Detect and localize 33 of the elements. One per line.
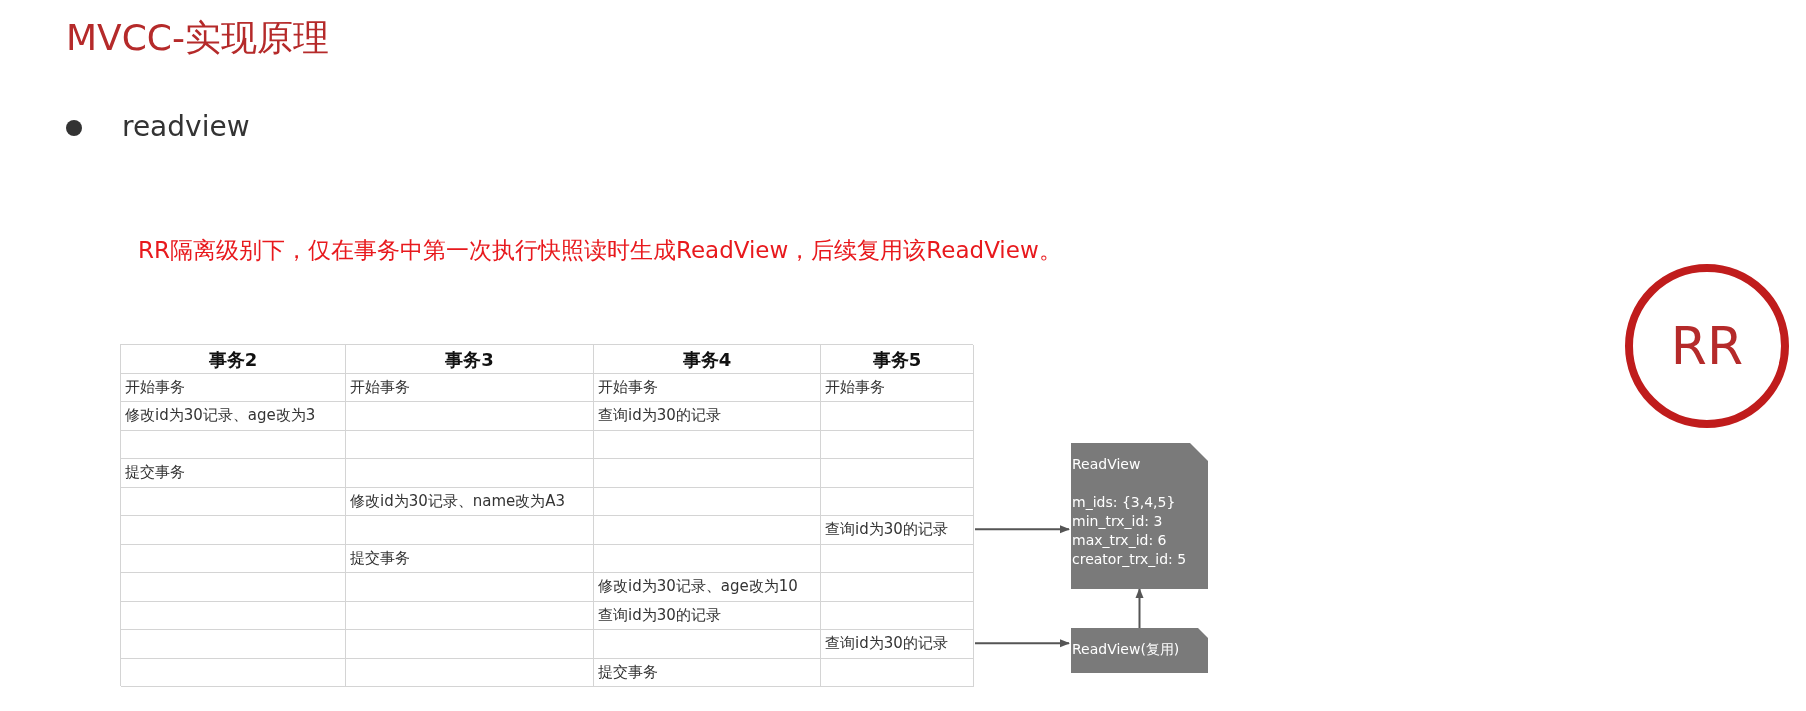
- arrow: [974, 639, 1070, 648]
- table-cell: 查询id为30的记录: [594, 402, 821, 431]
- card-text: ReadView: [1072, 455, 1141, 474]
- table-cell: 修改id为30记录、age改为3: [121, 402, 346, 431]
- readview-card: [1071, 443, 1208, 589]
- table-cell: 开始事务: [594, 373, 821, 402]
- card-text: m_ids: {3,4,5}: [1072, 493, 1176, 512]
- column-header: 事务4: [594, 345, 821, 374]
- card-text: creator_trx_id: 5: [1072, 550, 1187, 569]
- column-header: 事务3: [346, 345, 594, 374]
- table-cell: 开始事务: [821, 373, 974, 402]
- table-cell: 查询id为30的记录: [821, 516, 974, 545]
- column-header: 事务5: [821, 345, 974, 374]
- table-cell: 开始事务: [346, 373, 594, 402]
- table-cell: 开始事务: [121, 373, 346, 402]
- readview-card: [1071, 628, 1208, 673]
- card-text: min_trx_id: 3: [1072, 512, 1163, 531]
- table-cell: 查询id为30的记录: [821, 630, 974, 659]
- table-cell: 修改id为30记录、name改为A3: [346, 487, 594, 516]
- table-cell: 查询id为30的记录: [594, 601, 821, 630]
- table-cell: 修改id为30记录、age改为10: [594, 573, 821, 602]
- card-text: max_trx_id: 6: [1072, 531, 1167, 550]
- table-cell: 提交事务: [594, 658, 821, 687]
- arrow: [1135, 588, 1144, 629]
- table-cell: 提交事务: [346, 544, 594, 573]
- table-cell: 提交事务: [121, 459, 346, 488]
- card-text: ReadView(复用): [1072, 640, 1180, 659]
- arrow: [974, 525, 1070, 534]
- slide-title: MVCC-实现原理: [66, 16, 329, 60]
- note-text: RR隔离级别下，仅在事务中第一次执行快照读时生成ReadView，后续复用该ReadView。: [138, 236, 1062, 265]
- column-header: 事务2: [121, 345, 346, 374]
- bullet-text: readview: [122, 110, 250, 143]
- rr-badge: RR: [1625, 264, 1789, 428]
